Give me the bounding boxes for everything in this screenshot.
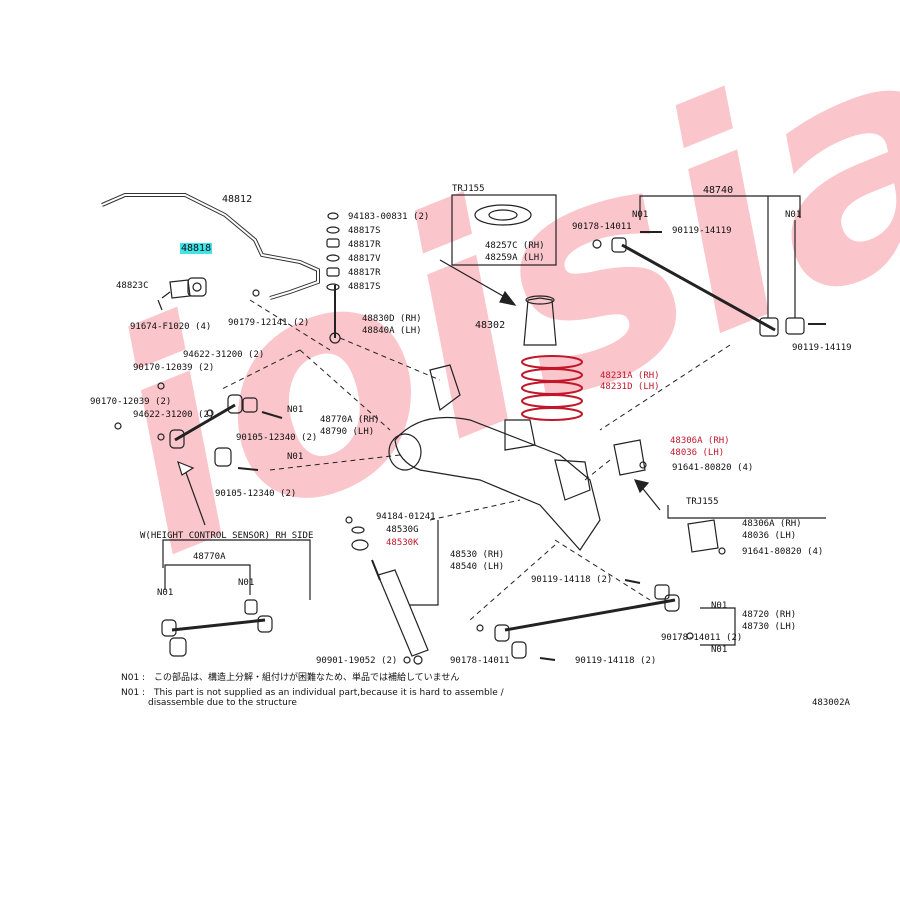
label-height-sensor: W(HEIGHT CONTROL SENSOR) RH SIDE <box>140 531 314 541</box>
label-48817v: 48817V <box>348 254 381 264</box>
label-n01-d: N01 <box>287 452 304 462</box>
label-48540: 48540 (LH) <box>450 562 505 572</box>
label-48817s-a: 48817S <box>348 226 381 236</box>
label-n01-h: N01 <box>711 645 728 655</box>
label-48817r-a: 48817R <box>348 240 381 250</box>
label-n01-a: N01 <box>632 210 649 220</box>
note-jp-code: N01 : <box>121 673 146 683</box>
label-48036-b: 48036 (LH) <box>742 531 797 541</box>
note-en-line2: disassemble due to the structure <box>148 698 297 708</box>
label-48231d: 48231D (LH) <box>600 382 660 392</box>
label-trj155-b: TRJ155 <box>686 497 719 507</box>
label-90119-14119-b: 90119-14119 <box>792 343 852 353</box>
label-48770a: 48770A <box>193 552 226 562</box>
label-n01-f: N01 <box>157 588 174 598</box>
label-48231a: 48231A (RH) <box>600 371 660 381</box>
label-94622-b: 94622-31200 (2) <box>133 410 215 420</box>
label-94622-a: 94622-31200 (2) <box>183 350 265 360</box>
label-48740: 48740 <box>703 185 734 196</box>
label-48036-a: 48036 (LH) <box>670 448 725 458</box>
frame-bracket-2 <box>687 519 719 553</box>
label-48840a: 48840A (LH) <box>362 326 422 336</box>
label-90119-14118-b: 90119-14118 (2) <box>575 656 657 666</box>
label-48720: 48720 (RH) <box>742 610 797 620</box>
diagram-code: 483002A <box>812 698 850 708</box>
lateral-control-arm <box>174 403 236 442</box>
label-48259a: 48259A (LH) <box>485 253 545 263</box>
label-48790: 48790 (LH) <box>320 427 375 437</box>
label-90178-14011-c: 90178-14011 <box>450 656 510 666</box>
label-48306a-b: 48306A (RH) <box>742 519 802 529</box>
shock-absorber <box>377 569 429 657</box>
label-48530k: 48530K <box>386 538 419 548</box>
label-48817s-b: 48817S <box>348 282 381 292</box>
label-91641-a: 91641-80820 (4) <box>672 463 754 473</box>
label-trj155-a: TRJ155 <box>452 184 485 194</box>
label-90178-14011-b: 90178-14011 (2) <box>661 633 743 643</box>
label-48530: 48530 (RH) <box>450 550 505 560</box>
label-n01-b: N01 <box>785 210 802 220</box>
frame-bracket <box>613 439 646 476</box>
bushing-bracket <box>169 279 191 299</box>
note-en-code: N01 : <box>121 688 146 698</box>
label-48770a-rh: 48770A (RH) <box>320 415 380 425</box>
bump-stopper <box>523 297 557 346</box>
label-94183: 94183-00831 (2) <box>348 212 430 222</box>
label-90105-a: 90105-12340 (2) <box>236 433 318 443</box>
label-n01-e: N01 <box>238 578 255 588</box>
label-48302: 48302 <box>475 320 506 331</box>
label-48730: 48730 (LH) <box>742 622 797 632</box>
label-48817r-b: 48817R <box>348 268 381 278</box>
label-90179-12141: 90179-12141 (2) <box>228 318 310 328</box>
label-n01-g: N01 <box>711 601 728 611</box>
label-94184: 94184-01241 <box>376 512 436 522</box>
label-48830d: 48830D (RH) <box>362 314 422 324</box>
label-48823c: 48823C <box>116 281 149 291</box>
lower-control-arm <box>504 598 676 632</box>
label-90105-b: 90105-12340 (2) <box>215 489 297 499</box>
note-en-text-1: This part is not supplied as an individu… <box>153 688 504 698</box>
label-90178-14011: 90178-14011 <box>572 222 632 232</box>
axle-housing <box>394 416 601 551</box>
label-48257c: 48257C (RH) <box>485 241 545 251</box>
sensor-arm <box>171 618 266 632</box>
upper-spring-seat <box>474 204 532 226</box>
note-en: N01 : This part is not supplied as an in… <box>121 688 504 699</box>
label-n01-c: N01 <box>287 405 304 415</box>
label-48818-highlight: 48818 <box>180 243 213 254</box>
note-jp: N01 : この部品は、構造上分解・組付けが困難なため、単品では補給していません <box>121 673 459 684</box>
label-48812: 48812 <box>222 194 253 205</box>
label-90170-a: 90170-12039 (2) <box>133 363 215 373</box>
coil-spring <box>521 355 583 421</box>
label-90119-14119-a: 90119-14119 <box>672 226 732 236</box>
label-48818[interactable]: 48818 <box>180 243 213 254</box>
label-91641-b: 91641-80820 (4) <box>742 547 824 557</box>
stabilizer-bushing <box>187 277 207 297</box>
note-jp-text: この部品は、構造上分解・組付けが困難なため、単品では補給していません <box>153 673 460 683</box>
label-90119-14118-a: 90119-14118 (2) <box>531 575 613 585</box>
label-90901: 90901-19052 (2) <box>316 656 398 666</box>
label-48306a-a: 48306A (RH) <box>670 436 730 446</box>
label-48530g: 48530G <box>386 525 419 535</box>
label-91674: 91674-F1020 (4) <box>130 322 212 332</box>
label-90170-b: 90170-12039 (2) <box>90 397 172 407</box>
upper-control-arm <box>621 243 776 332</box>
